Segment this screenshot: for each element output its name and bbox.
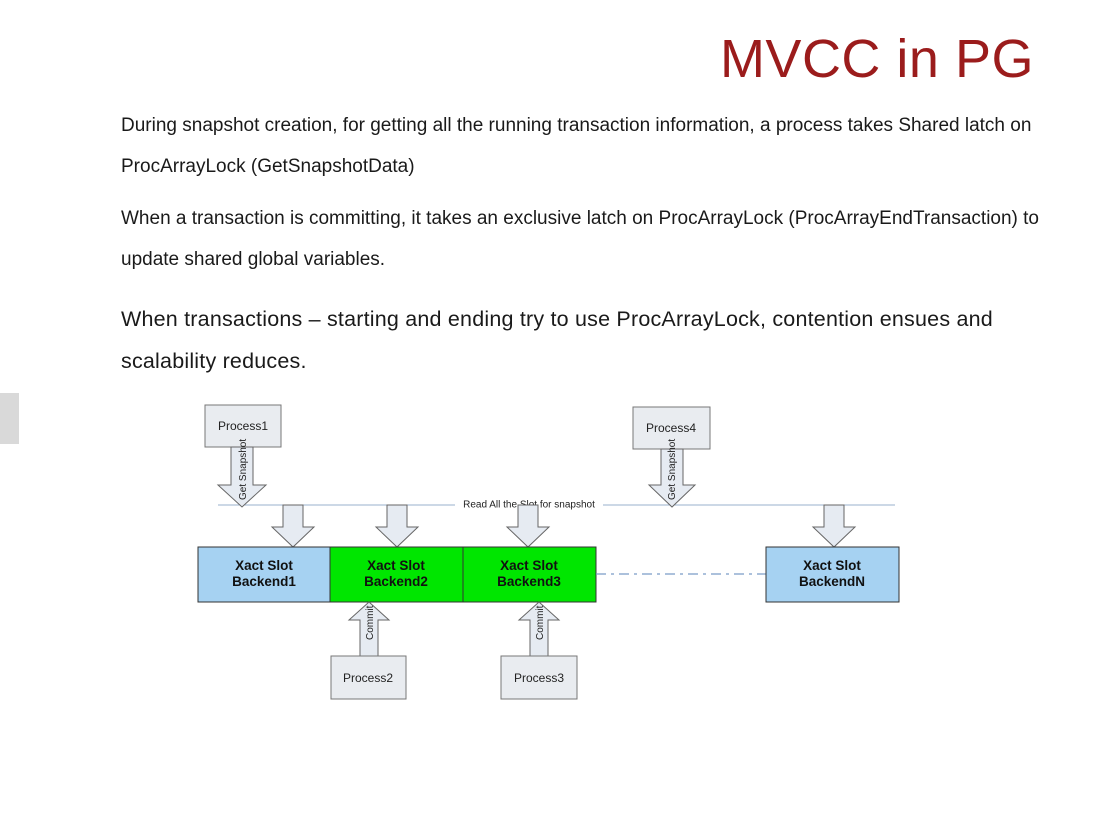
process2-label: Process2 [343,671,393,685]
commit-arrow-2: Commit [347,601,391,657]
slide-title: MVCC in PG [719,29,1034,89]
commit-label-3: Commit [535,605,546,640]
process4-label: Process4 [646,421,696,435]
get-snapshot-label-4: Get Snapshot [667,439,678,500]
read-arrow-backendn [811,504,857,548]
read-arrow-backend2 [374,504,420,548]
slot-backend1-line1: Xact Slot [235,558,293,573]
process2-box: Process2 [330,655,407,700]
get-snapshot-arrow-1: Get Snapshot [216,439,268,508]
paragraph-contention: When transactions – starting and ending … [121,307,993,373]
slot-backendn-line2: BackendN [799,574,865,589]
slot-backend2-line2: Backend2 [364,574,428,589]
slot-backend1: Xact Slot Backend1 [197,546,331,603]
process3-box: Process3 [500,655,578,700]
paragraph-snapshot-creation: During snapshot creation, for getting al… [121,115,1032,177]
slot-backend3-line1: Xact Slot [500,558,558,573]
slot-backendn: Xact Slot BackendN [765,546,900,603]
slot-backend1-line2: Backend1 [232,574,296,589]
commit-label-2: Commit [365,605,376,640]
process3-label: Process3 [514,671,564,685]
slot-backend2-line1: Xact Slot [367,558,425,573]
read-arrow-backend3 [505,504,551,548]
slot-backend2: Xact Slot Backend2 [329,546,464,603]
side-tab-marker [0,393,19,444]
process1-label: Process1 [218,419,268,433]
slot-backendn-line1: Xact Slot [803,558,861,573]
slot-backend3: Xact Slot Backend3 [462,546,597,603]
slot-backend3-line2: Backend3 [497,574,561,589]
process4-box: Process4 [632,406,711,450]
paragraph-transaction-commit: When a transaction is committing, it tak… [121,208,1040,270]
get-snapshot-arrow-4: Get Snapshot [647,439,697,508]
read-arrow-backend1 [270,504,316,548]
commit-arrow-3: Commit [517,601,561,657]
get-snapshot-label-1: Get Snapshot [238,439,249,500]
